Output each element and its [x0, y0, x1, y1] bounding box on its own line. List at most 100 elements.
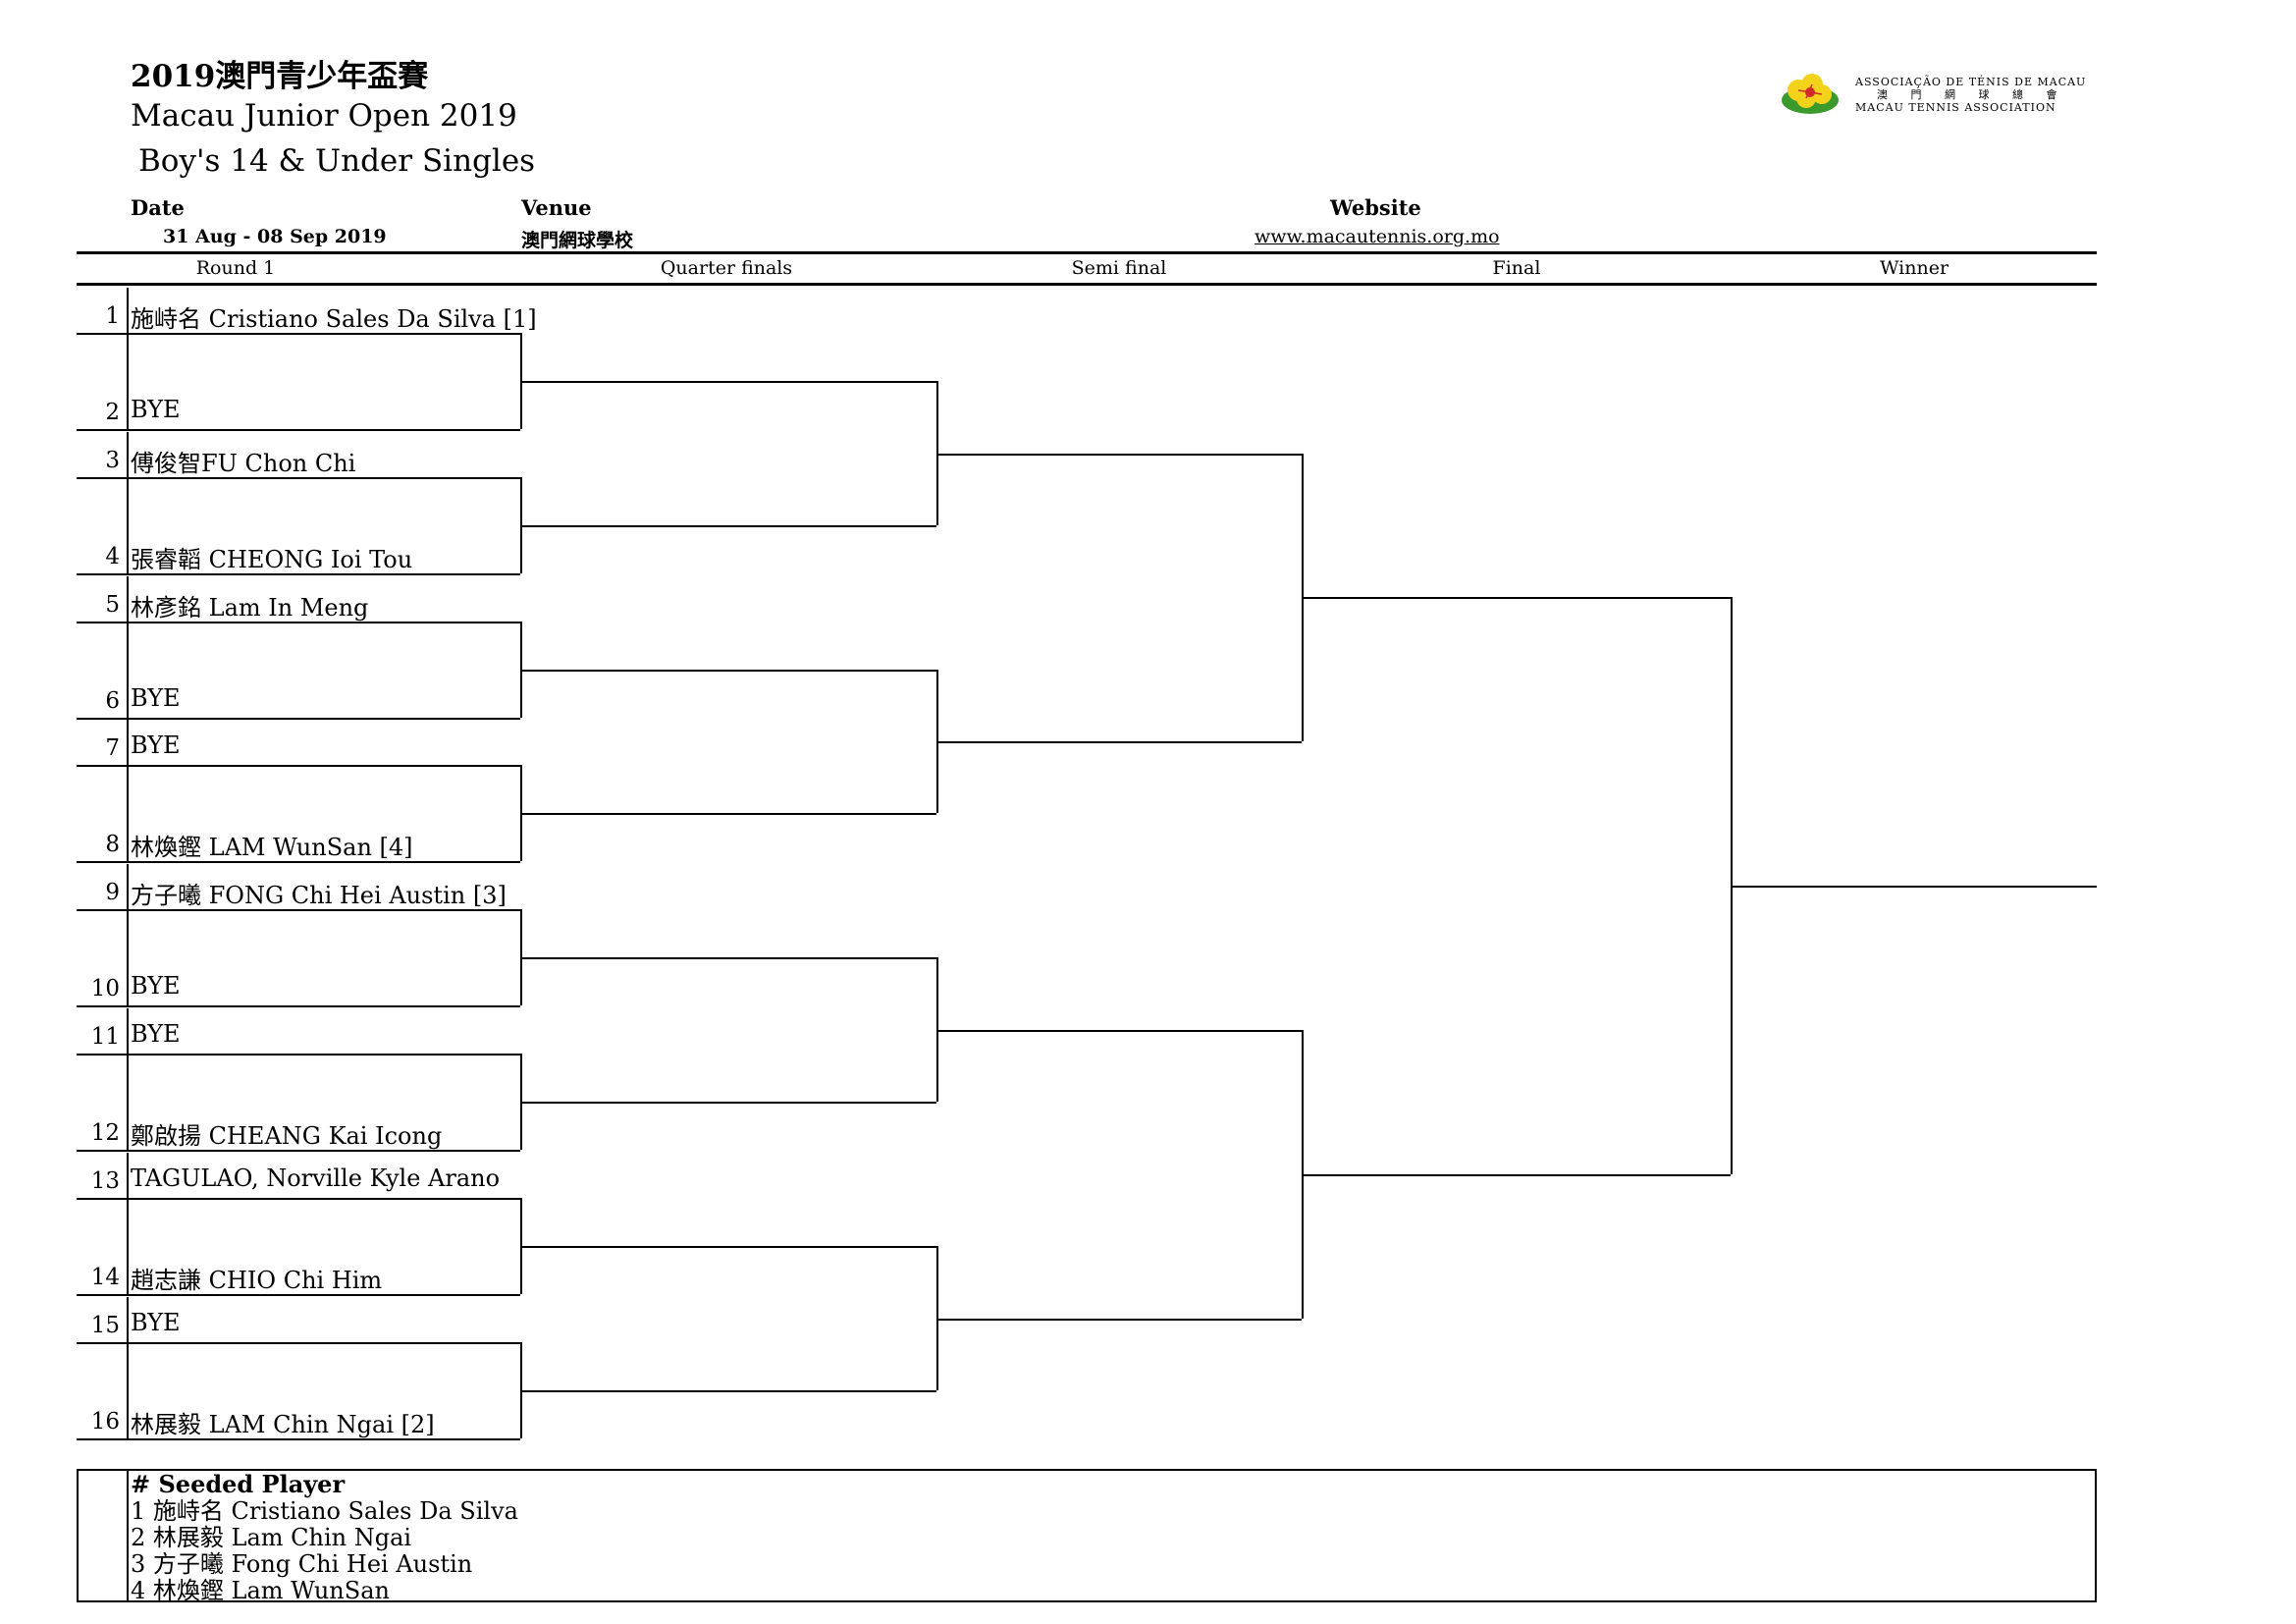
- venue-value: 澳門網球學校: [521, 230, 634, 251]
- seed-number: 9: [105, 880, 120, 905]
- seed-number: 13: [90, 1168, 120, 1194]
- seed-item: 1 施峙名 Cristiano Sales Da Silva: [131, 1497, 518, 1525]
- slot-line: [77, 429, 520, 431]
- slot-line: [77, 1054, 520, 1056]
- slot-line: [77, 909, 520, 911]
- venue-label: Venue: [521, 195, 592, 220]
- qf-slot-line: [520, 525, 936, 527]
- player-name: 方子曦 FONG Chi Hei Austin [3]: [131, 882, 507, 909]
- player-name: 鄭啟揚 CHEANG Kai Icong: [131, 1122, 443, 1150]
- seeded-player-title: # Seeded Player: [131, 1470, 346, 1498]
- seed-number: 1: [105, 303, 120, 329]
- winner-slot-line: [1731, 885, 2097, 888]
- slot-divider: [127, 864, 129, 1005]
- seed-number: 3: [105, 448, 120, 473]
- player-name: BYE: [131, 1020, 181, 1048]
- title-zh: 2019澳門青少年盃賽: [131, 59, 429, 94]
- final-slot-line: [1302, 1173, 1731, 1176]
- sf-slot-line: [936, 453, 1302, 456]
- qf-slot-line: [520, 813, 936, 815]
- sf-slot-line: [936, 1318, 1302, 1321]
- player-name: 林展毅 LAM Chin Ngai [2]: [131, 1411, 435, 1438]
- logo-text-pt: ASSOCIAÇÃO DE TÉNIS DE MACAU: [1855, 76, 2087, 88]
- slot-line: [77, 718, 520, 720]
- player-name: BYE: [131, 731, 181, 759]
- date-label: Date: [131, 195, 185, 220]
- slot-line: [77, 1438, 520, 1440]
- player-name: 張睿韜 CHEONG Ioi Tou: [131, 546, 413, 573]
- slot-line: [77, 1294, 520, 1296]
- round-header-top-rule: [77, 251, 2097, 254]
- seed-number: 7: [105, 735, 120, 761]
- slot-line: [77, 573, 520, 575]
- slot-line: [77, 1198, 520, 1200]
- website-link[interactable]: www.macautennis.org.mo: [1255, 226, 1500, 247]
- slot-divider: [127, 1008, 129, 1150]
- slot-line: [77, 477, 520, 479]
- round-header-bottom-rule: [77, 283, 2097, 286]
- qf-slot-line: [520, 1102, 936, 1104]
- sf-slot-line: [936, 741, 1302, 743]
- player-name: BYE: [131, 1309, 181, 1336]
- seed-number: 6: [105, 688, 120, 714]
- slot-divider: [127, 720, 129, 861]
- seed-number: 12: [90, 1120, 120, 1146]
- player-name: TAGULAO, Norville Kyle Arano: [131, 1164, 501, 1192]
- slot-line: [77, 765, 520, 767]
- seed-number: 8: [105, 832, 120, 857]
- flower-logo-icon: [1782, 74, 1839, 114]
- player-name: 傅俊智FU Chon Chi: [131, 450, 356, 477]
- seed-item: 2 林展毅 Lam Chin Ngai: [131, 1524, 412, 1551]
- qf-slot-line: [520, 381, 936, 383]
- event-title: Boy's 14 & Under Singles: [138, 143, 536, 179]
- round-label-sf: Semi final: [1071, 257, 1167, 279]
- slot-line: [77, 1005, 520, 1007]
- slot-line: [77, 861, 520, 863]
- player-name: 林煥鏗 LAM WunSan [4]: [131, 834, 413, 861]
- player-name: BYE: [131, 684, 181, 712]
- seed-number: 2: [105, 400, 120, 425]
- seed-number: 11: [90, 1024, 120, 1050]
- final-slot-line: [1302, 597, 1731, 600]
- date-value: 31 Aug - 08 Sep 2019: [163, 226, 387, 247]
- player-name: 趙志謙 CHIO Chi Him: [131, 1267, 383, 1294]
- player-name: BYE: [131, 396, 181, 423]
- seed-number: 5: [105, 592, 120, 618]
- seed-item: 4 林煥鏗 Lam WunSan: [131, 1577, 390, 1604]
- title-en: Macau Junior Open 2019: [131, 98, 517, 134]
- qf-slot-line: [520, 670, 936, 672]
- qf-slot-line: [520, 1246, 936, 1248]
- seed-number: 15: [90, 1313, 120, 1338]
- round-label-qf: Quarter finals: [660, 257, 793, 279]
- qf-slot-line: [520, 1390, 936, 1392]
- slot-line: [77, 1150, 520, 1152]
- seeded-player-list: # Seeded Player 1 施峙名 Cristiano Sales Da…: [131, 1470, 518, 1604]
- qf-slot-line: [520, 957, 936, 959]
- seeded-player-box: [77, 1469, 2097, 1602]
- slot-divider: [127, 1297, 129, 1438]
- seed-number: 16: [90, 1409, 120, 1435]
- slot-divider: [127, 432, 129, 573]
- logo-text-en: MACAU TENNIS ASSOCIATION: [1855, 101, 2056, 114]
- seed-number: 14: [90, 1265, 120, 1290]
- round-label-winner: Winner: [1879, 257, 1949, 279]
- seed-item: 3 方子曦 Fong Chi Hei Austin: [131, 1550, 473, 1578]
- player-name: BYE: [131, 972, 181, 1000]
- seeded-box-divider: [127, 1469, 129, 1602]
- website-label: Website: [1330, 195, 1421, 220]
- slot-divider: [127, 1153, 129, 1294]
- slot-line: [77, 622, 520, 623]
- player-name: 施峙名 Cristiano Sales Da Silva [1]: [131, 305, 537, 333]
- player-name: 林彥銘 Lam In Meng: [131, 594, 369, 622]
- slot-divider: [127, 288, 129, 429]
- round-label-r1: Round 1: [195, 257, 276, 279]
- slot-line: [77, 1342, 520, 1344]
- seed-number: 10: [90, 976, 120, 1001]
- slot-line: [77, 333, 520, 335]
- slot-divider: [127, 576, 129, 718]
- seed-number: 4: [105, 544, 120, 569]
- logo-text-zh: 澳 門 網 球 總 會: [1877, 88, 2067, 101]
- association-logo: ASSOCIAÇÃO DE TÉNIS DE MACAU 澳 門 網 球 總 會…: [1777, 71, 2085, 120]
- sf-slot-line: [936, 1029, 1302, 1032]
- round-label-final: Final: [1492, 257, 1541, 279]
